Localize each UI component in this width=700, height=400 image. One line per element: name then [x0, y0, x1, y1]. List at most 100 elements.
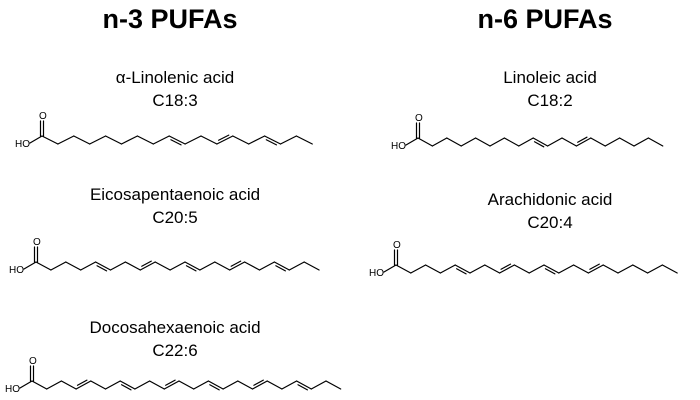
alpha-linolenic-acid-oxygen-label: O	[39, 111, 47, 122]
docosahexaenoic-acid-bond	[60, 380, 77, 390]
arachidonic-acid-double-bond	[589, 263, 600, 270]
docosahexaenoic-acid-bond	[104, 380, 121, 390]
eicosapentaenoic-acid-bond	[258, 261, 275, 271]
eicosapentaenoic-acid-double-bond	[141, 260, 152, 267]
docosahexaenoic-acid-double-bond	[297, 384, 309, 391]
eicosapentaenoic-acid-structure	[23, 246, 320, 272]
arachidonic-acid-double-bond	[500, 263, 512, 270]
eicosapentaenoic-acid-bond	[229, 261, 246, 271]
eicosapentaenoic-acid-hydroxyl-bond	[23, 261, 37, 270]
docosahexaenoic-acid-double-bond	[165, 379, 176, 386]
docosahexaenoic-acid-bond	[178, 380, 195, 390]
linoleic-acid-bond	[561, 137, 578, 147]
arachidonic-acid-bond	[632, 264, 649, 274]
docosahexaenoic-acid-bond	[251, 380, 268, 390]
linoleic-acid-oxygen-label: O	[415, 113, 423, 124]
arachidonic-acid-bond	[602, 264, 619, 274]
eicosapentaenoic-acid-double-bond	[230, 260, 242, 267]
alpha-linolenic-acid-bond	[89, 135, 107, 145]
eicosapentaenoic-acid-bond	[50, 261, 67, 271]
eicosapentaenoic-acid-double-bond	[275, 265, 286, 272]
linoleic-acid-double-bond	[533, 141, 545, 148]
docosahexaenoic-acid-bond	[46, 380, 63, 390]
arachidonic-acid-bond	[484, 264, 501, 274]
eicosapentaenoic-acid-name: Eicosapentaenoic acid	[89, 185, 261, 204]
alpha-linolenic-acid-bond	[41, 135, 59, 145]
alpha-linolenic-acid-double-bond	[170, 139, 182, 146]
n6-column-title: n-6 PUFAs	[477, 4, 613, 34]
linoleic-acid-bond	[647, 137, 664, 147]
arachidonic-acid-bond	[572, 264, 590, 274]
docosahexaenoic-acid-bond	[149, 380, 165, 390]
eicosapentaenoic-acid-double-bond	[185, 265, 197, 272]
arachidonic-acid-bond	[439, 264, 456, 274]
arachidonic-acid-oxygen-label: O	[393, 240, 401, 251]
linoleic-acid-bond	[590, 137, 606, 147]
linoleic-acid-bond	[460, 137, 477, 147]
docosahexaenoic-acid-bond	[193, 380, 209, 390]
linoleic-acid-bond	[633, 137, 650, 147]
docosahexaenoic-acid-bond	[207, 380, 224, 390]
n3-column-title: n-3 PUFAs	[102, 4, 238, 34]
eicosapentaenoic-acid-bond	[65, 261, 82, 271]
linoleic-acid-bond	[417, 137, 433, 147]
docosahexaenoic-acid-double-bond	[253, 379, 264, 386]
docosahexaenoic-acid-bond	[75, 380, 92, 390]
eicosapentaenoic-acid-bond	[139, 261, 156, 271]
arachidonic-acid-bond	[528, 264, 545, 274]
alpha-linolenic-acid-bond	[279, 135, 297, 145]
linoleic-acid-bond	[475, 137, 491, 147]
docosahexaenoic-acid-bond	[266, 380, 283, 390]
alpha-linolenic-acid-bond	[136, 135, 154, 145]
arachidonic-acid-hydroxyl-bond	[383, 264, 397, 273]
docosahexaenoic-acid-bond	[281, 380, 298, 390]
arachidonic-acid-bond	[499, 264, 516, 274]
alpha-linolenic-acid-bond	[120, 135, 138, 145]
alpha-linolenic-acid-formula: C18:3	[152, 91, 198, 110]
arachidonic-acid-hydroxyl-label: HO	[369, 268, 384, 279]
docosahexaenoic-acid-bond	[90, 380, 107, 390]
alpha-linolenic-acid-bond	[264, 135, 282, 145]
alpha-linolenic-acid-bond	[295, 135, 313, 145]
linoleic-acid-bond	[518, 137, 534, 147]
arachidonic-acid-formula: C20:4	[527, 213, 573, 232]
docosahexaenoic-acid-bond	[31, 380, 48, 390]
linoleic-acid-bond	[546, 137, 563, 147]
linoleic-acid-formula: C18:2	[527, 91, 573, 110]
eicosapentaenoic-acid-bond	[80, 261, 97, 271]
eicosapentaenoic-acid-bond	[154, 261, 171, 271]
arachidonic-acid-double-bond	[544, 268, 556, 275]
alpha-linolenic-acid-bond	[73, 135, 91, 145]
eicosapentaenoic-acid-bond	[94, 261, 112, 271]
linoleic-acid-bond	[446, 137, 462, 147]
eicosapentaenoic-acid-bond	[109, 261, 127, 271]
arachidonic-acid-bond	[425, 264, 441, 274]
arachidonic-acid-bond	[410, 264, 427, 274]
alpha-linolenic-acid-bond	[248, 135, 266, 145]
linoleic-acid-bond	[618, 137, 635, 147]
linoleic-acid-bond	[503, 137, 520, 147]
docosahexaenoic-acid-bond	[325, 380, 342, 390]
eicosapentaenoic-acid-bond	[273, 261, 290, 271]
docosahexaenoic-acid-bond	[310, 380, 327, 390]
alpha-linolenic-acid-bond	[104, 135, 123, 145]
arachidonic-acid-bond	[587, 264, 604, 274]
eicosapentaenoic-acid-bond	[184, 261, 201, 271]
docosahexaenoic-acid-name: Docosahexaenoic acid	[89, 318, 261, 337]
eicosapentaenoic-acid-oxygen-label: O	[33, 237, 41, 248]
eicosapentaenoic-acid-formula: C20:5	[152, 208, 198, 227]
arachidonic-acid-bond	[469, 264, 486, 274]
arachidonic-acid-name: Arachidonic acid	[487, 190, 613, 209]
alpha-linolenic-acid-structure	[29, 120, 313, 146]
docosahexaenoic-acid-structure	[19, 365, 342, 391]
eicosapentaenoic-acid-bond	[244, 261, 261, 271]
docosahexaenoic-acid-bond	[237, 380, 254, 390]
alpha-linolenic-acid-bond	[168, 135, 186, 145]
eicosapentaenoic-acid-bond	[303, 261, 320, 271]
linoleic-acid-bond	[575, 137, 592, 147]
alpha-linolenic-acid-hydroxyl-label: HO	[15, 139, 30, 150]
eicosapentaenoic-acid-bond	[124, 261, 141, 271]
alpha-linolenic-acid-name: α-Linolenic acid	[115, 68, 235, 87]
docosahexaenoic-acid-oxygen-label: O	[29, 356, 37, 367]
